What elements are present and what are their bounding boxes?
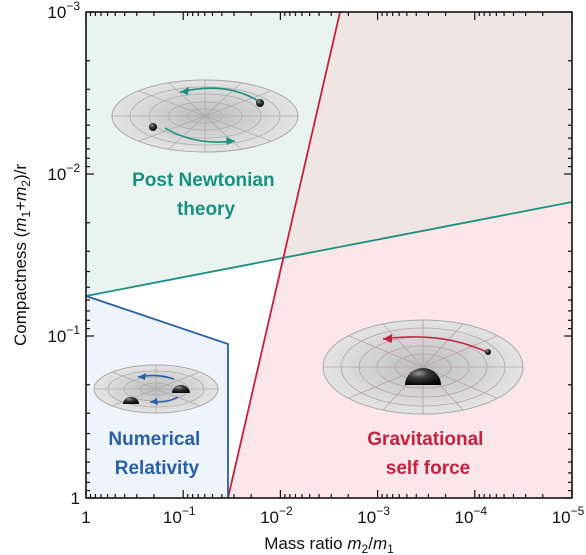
y-tick-label: 10−2: [47, 161, 80, 184]
self-force-label: Gravitational self force: [367, 429, 488, 479]
y-axis-title-part-2: m: [11, 218, 30, 232]
y-axis-title-part-6: 2: [19, 180, 33, 187]
x-axis-title-part-5: m: [373, 534, 387, 553]
post-newtonian-label: Post Newtonian theory: [132, 170, 280, 220]
x-axis-title-part-1: Mass ratio: [264, 534, 347, 553]
x-tick-label: 10−5: [552, 504, 585, 527]
post-newtonian-boundary: [86, 201, 572, 297]
y-tick-label: 1: [71, 489, 80, 508]
numerical-relativity-boundary: [86, 295, 229, 498]
x-tick-labels: 1 10−1 10−2 10−3 10−4 10−5: [81, 504, 584, 527]
x-tick-label: 10−4: [454, 504, 487, 527]
overlap-region: [282, 12, 572, 258]
self-force-label-line-1: Gravitational: [367, 429, 483, 450]
y-axis-title: Compactness (m1+m2)/r: [11, 164, 33, 346]
post-newtonian-label-line-2: theory: [177, 199, 236, 220]
x-axis-title-part-4: /: [368, 534, 373, 553]
x-axis-title-part-3: 2: [362, 542, 369, 555]
y-axis-title-part-3: 1: [19, 211, 33, 218]
x-axis-title-part-6: 1: [387, 542, 394, 555]
x-tick-label: 1: [81, 508, 90, 527]
y-tick-labels: 10−3 10−2 10−1 1: [47, 0, 80, 508]
numerical-relativity-label: Numerical Relativity: [108, 429, 205, 479]
axis-ticks: [85, 11, 573, 499]
y-axis-title-part-1: Compactness (: [11, 231, 30, 346]
plot-frame: [85, 11, 573, 499]
emri-illustration: [322, 319, 524, 415]
x-axis-title: Mass ratio m2/m1: [264, 534, 394, 555]
numerical-relativity-label-line-2: Relativity: [115, 458, 200, 479]
self-force-label-line-2: self force: [386, 458, 470, 479]
x-axis-title-part-2: m: [347, 534, 361, 553]
post-newtonian-region: [86, 12, 340, 296]
y-axis-title-part-5: m: [11, 187, 30, 201]
y-tick-label: 10−3: [47, 0, 80, 22]
merger-illustration: [93, 364, 219, 414]
x-tick-label: 10−2: [260, 504, 293, 527]
binary-orbit-illustration: [111, 79, 299, 153]
post-newtonian-label-line-1: Post Newtonian: [132, 170, 275, 191]
x-tick-label: 10−1: [163, 504, 196, 527]
y-axis-title-part-7: )/r: [11, 164, 30, 180]
x-tick-label: 10−3: [357, 504, 390, 527]
y-tick-label: 10−1: [47, 323, 80, 346]
self-force-boundary: [227, 12, 341, 498]
numerical-relativity-label-line-1: Numerical: [108, 429, 200, 450]
y-axis-title-part-4: +: [11, 201, 30, 211]
